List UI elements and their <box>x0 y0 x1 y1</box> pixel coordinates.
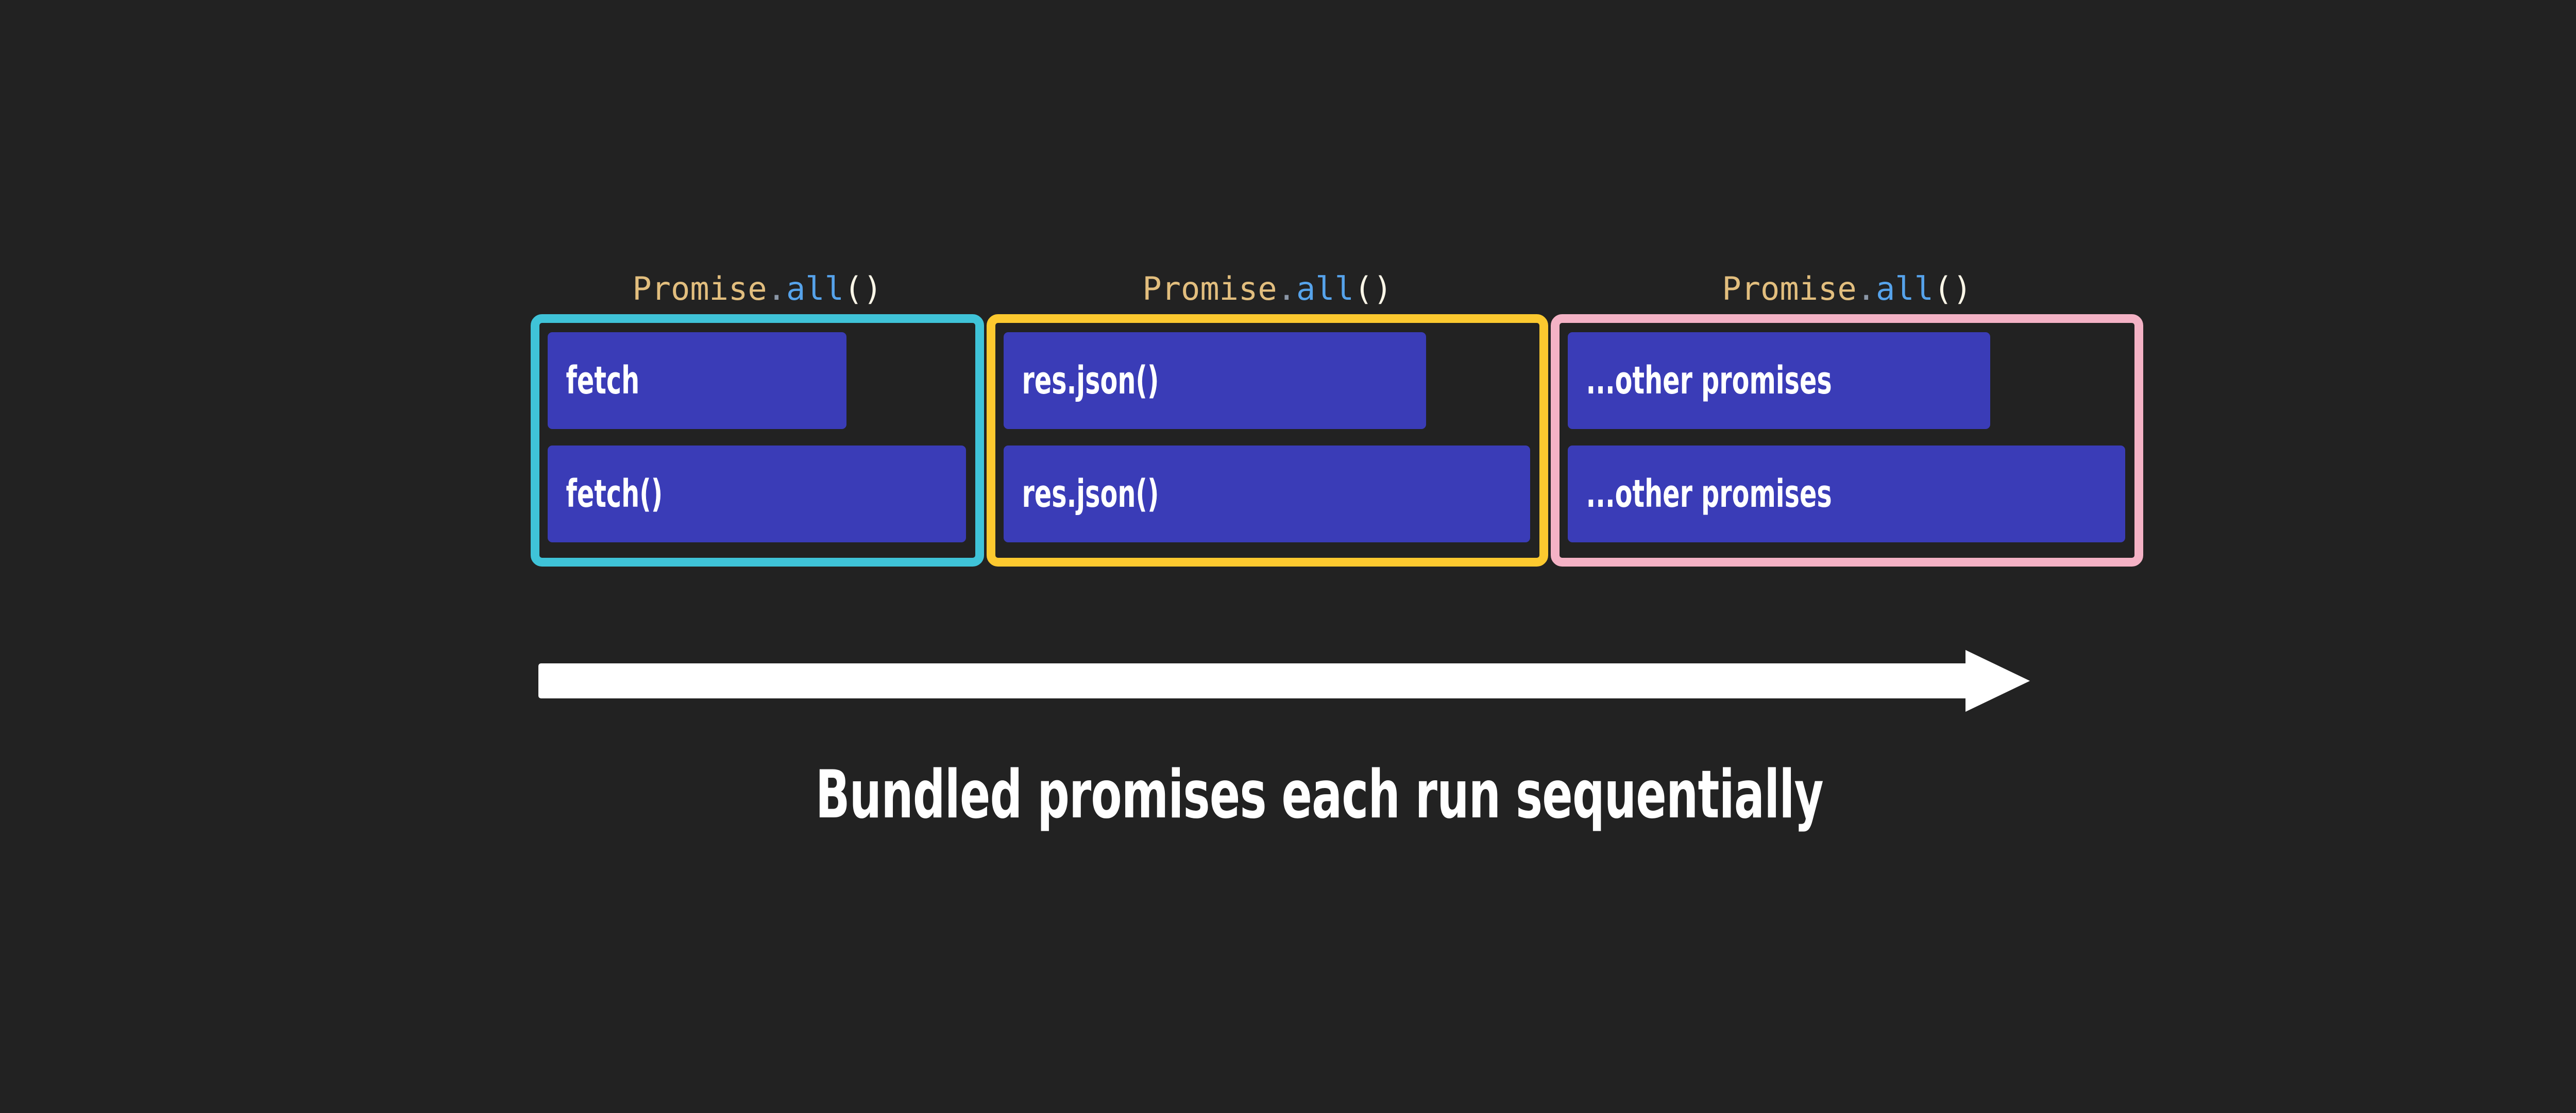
group-2-box: res.json() res.json() <box>987 314 1548 567</box>
group-3-box: ...other promises ...other promises <box>1551 314 2143 567</box>
group-1-title: Promise.all() <box>531 270 984 307</box>
group-2-title-dot: . <box>1277 270 1296 307</box>
group-1-box: fetch fetch() <box>531 314 984 567</box>
group-1-title-method: all <box>786 270 844 307</box>
promise-bar-label: fetch() <box>566 472 663 516</box>
promise-bar-label: fetch <box>566 358 640 403</box>
group-3-title-dot: . <box>1856 270 1876 307</box>
group-3-title-method: all <box>1875 270 1934 307</box>
promise-group-3: Promise.all() ...other promises ...other… <box>1551 270 2143 600</box>
promise-bar-label: ...other promises <box>1586 358 1832 403</box>
promise-bar-label: res.json() <box>1022 358 1159 403</box>
promise-group-1: Promise.all() fetch fetch() <box>531 270 984 600</box>
group-2-title-parens: () <box>1353 270 1393 307</box>
promise-group-2: Promise.all() res.json() res.json() <box>987 270 1548 600</box>
promise-groups-row: Promise.all() fetch fetch() Promise.all(… <box>531 270 2143 600</box>
group-1-title-dot: . <box>767 270 786 307</box>
promise-bar-other-promises: ...other promises <box>1568 332 1990 429</box>
promise-bar-res-json: res.json() <box>1004 332 1426 429</box>
arrow-head <box>1965 650 2030 712</box>
timeline-arrow-right-icon <box>538 650 2117 712</box>
group-1-title-object: Promise <box>632 270 767 307</box>
promise-bar-other-promises: ...other promises <box>1568 446 2125 542</box>
caption-text: Bundled promises each run sequentially <box>815 757 1823 833</box>
arrow-shaft <box>538 663 1976 698</box>
diagram-caption: Bundled promises each run sequentially <box>0 757 2576 833</box>
promise-bar-label: ...other promises <box>1586 472 1832 516</box>
group-1-title-parens: () <box>843 270 883 307</box>
promise-bar-res-json: res.json() <box>1004 446 1530 542</box>
promise-bar-label: res.json() <box>1022 472 1159 516</box>
group-2-title: Promise.all() <box>987 270 1548 307</box>
group-3-title-parens: () <box>1933 270 1972 307</box>
group-3-title: Promise.all() <box>1551 270 2143 307</box>
promise-bar-fetch: fetch <box>548 332 846 429</box>
group-3-title-object: Promise <box>1722 270 1857 307</box>
group-2-title-object: Promise <box>1142 270 1277 307</box>
group-2-title-method: all <box>1296 270 1354 307</box>
promise-bar-fetch-call: fetch() <box>548 446 966 542</box>
